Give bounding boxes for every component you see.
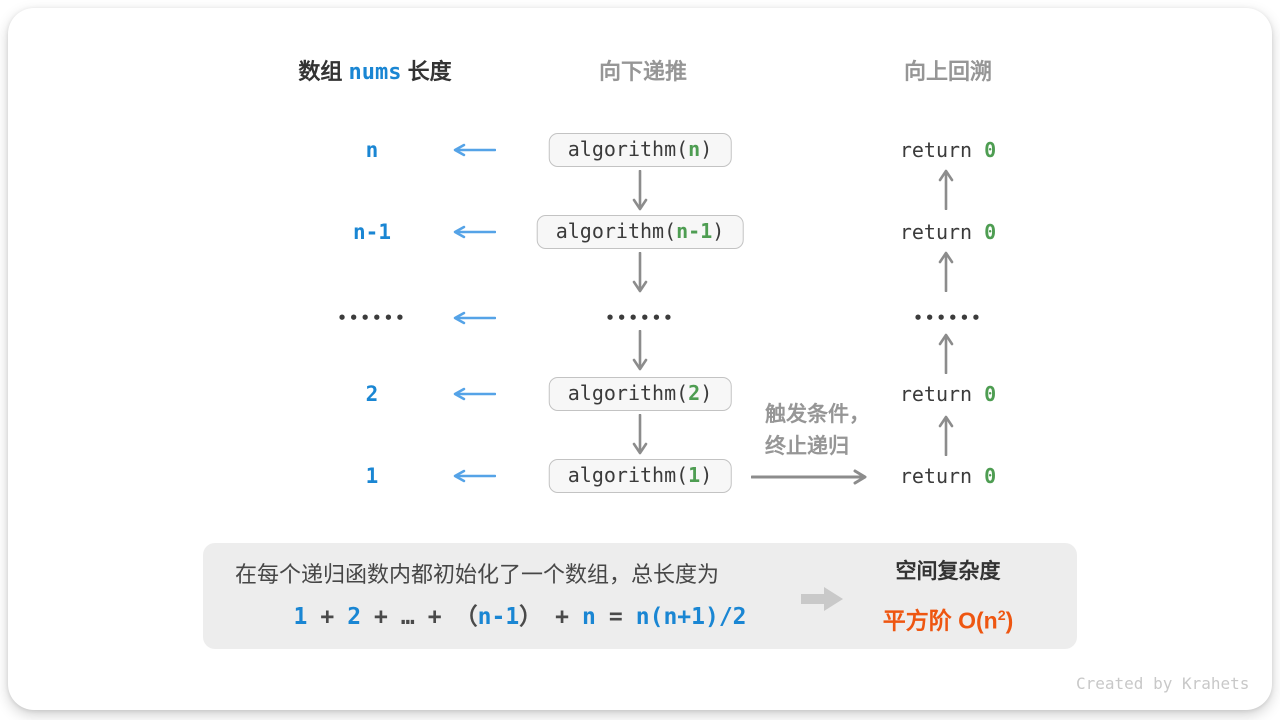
row-label-1: 1 — [365, 464, 379, 488]
formula-operator: + — [555, 604, 570, 630]
call-box-1: algorithm(1) — [548, 459, 732, 493]
formula-operator: + — [320, 604, 335, 630]
formula-paren-term: （n-1） — [455, 602, 543, 632]
row-label-n-1: n-1 — [353, 220, 391, 244]
block-right-arrow-icon — [801, 587, 843, 611]
formula-rparen: ） — [519, 604, 543, 630]
call-arg: 1 — [688, 463, 701, 487]
left-arrow-icon — [453, 143, 496, 157]
formula-operator: + — [427, 604, 442, 630]
formula-term: n-1 — [477, 604, 520, 630]
left-arrow-icon — [453, 469, 496, 483]
left-arrow-icon — [453, 225, 496, 239]
formula-lparen: （ — [454, 604, 478, 630]
left-arrow-icon — [453, 311, 496, 325]
return-keyword: return — [899, 138, 985, 162]
left-arrow-icon — [453, 387, 496, 401]
down-arrow-icon — [632, 330, 648, 371]
return-ellipsis: •••••• — [913, 309, 983, 327]
return-keyword: return — [899, 382, 985, 406]
row-label-n: n — [365, 138, 379, 162]
formula-operator: + — [374, 604, 388, 630]
header-array-label: 数组 — [298, 59, 343, 84]
call-text: algorithm( — [567, 463, 689, 487]
return-keyword: return — [899, 220, 985, 244]
header-nums-code: nums — [348, 60, 402, 85]
return-statement: return 0 — [900, 136, 996, 164]
termination-note-line2: 终止递归 — [765, 435, 849, 458]
summary-description: 在每个递归函数内都初始化了一个数组，总长度为 — [234, 562, 719, 587]
up-arrow-icon — [938, 415, 954, 456]
summary-panel — [203, 543, 1077, 649]
call-ellipsis: •••••• — [605, 309, 675, 327]
formula-ellipsis: … — [400, 604, 415, 630]
return-value: 0 — [984, 138, 997, 162]
down-arrow-icon — [632, 252, 648, 293]
call-box-2: algorithm(2) — [548, 377, 732, 411]
formula-term: 1 — [293, 604, 308, 630]
complexity-value-text: ) — [1005, 607, 1014, 634]
header-length-label: 长度 — [407, 59, 452, 84]
terminate-right-arrow-icon — [751, 469, 867, 485]
header-recurse-down: 向下递推 — [598, 59, 687, 84]
call-text: ) — [712, 219, 725, 243]
call-text: ) — [700, 381, 713, 405]
complexity-title: 空间复杂度 — [895, 560, 1001, 583]
complexity-value: 平方阶 O(n2) — [823, 601, 1073, 636]
termination-note-line1: 触发条件， — [765, 403, 870, 426]
call-box-n: algorithm(n) — [548, 133, 732, 167]
call-text: algorithm( — [567, 137, 689, 161]
down-arrow-icon — [632, 170, 648, 211]
formula-result: n(n+1)/2 — [635, 604, 747, 630]
row-label-ellipsis: •••••• — [337, 309, 407, 327]
return-value: 0 — [984, 220, 997, 244]
header-array-length: 数组 nums 长度 — [225, 58, 525, 87]
return-statement: return 0 — [900, 380, 996, 408]
return-value: 0 — [984, 464, 997, 488]
formula-equals: = — [608, 604, 623, 630]
summary-formula: 1 + 2 + … + （n-1） + n = n(n+1)/2 — [245, 602, 795, 632]
down-arrow-icon — [632, 414, 648, 455]
credit: Created by Krahets — [1076, 674, 1250, 693]
call-text: ) — [700, 137, 713, 161]
call-text: ) — [700, 463, 713, 487]
return-statement: return 0 — [900, 462, 996, 490]
up-arrow-icon — [938, 333, 954, 374]
call-arg: n-1 — [676, 219, 713, 243]
up-arrow-icon — [938, 251, 954, 292]
return-keyword: return — [899, 464, 985, 488]
call-arg: n — [688, 137, 701, 161]
header-backtrack-up: 向上回溯 — [903, 59, 992, 84]
complexity-exponent: 2 — [997, 608, 1006, 624]
call-text: algorithm( — [567, 381, 689, 405]
formula-term: n — [582, 604, 596, 630]
call-arg: 2 — [688, 381, 701, 405]
row-label-2: 2 — [365, 382, 379, 406]
return-value: 0 — [984, 382, 997, 406]
call-box-n-1: algorithm(n-1) — [536, 215, 744, 249]
call-text: algorithm( — [555, 219, 677, 243]
formula-term: 2 — [347, 604, 362, 630]
return-statement: return 0 — [900, 218, 996, 246]
up-arrow-icon — [938, 169, 954, 210]
complexity-value-text: 平方阶 O(n — [882, 607, 998, 634]
